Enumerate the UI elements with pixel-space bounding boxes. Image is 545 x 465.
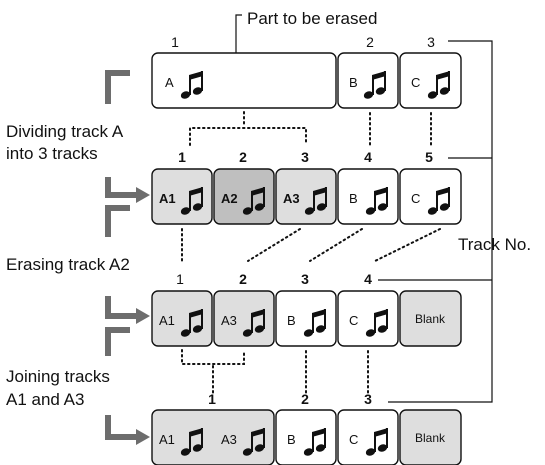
row4-track-number: 1 — [208, 391, 216, 407]
track-a3-label: A3 — [221, 313, 237, 328]
row1-track-numbers: 1 2 3 — [171, 34, 435, 50]
track-no-label: Track No. — [458, 235, 531, 254]
track-a-label: A — [165, 75, 174, 90]
row2-track-number: 5 — [425, 149, 433, 165]
blank-track-label: Blank — [415, 431, 446, 445]
row1-track-number: 2 — [366, 34, 374, 50]
track-b-box — [337, 52, 399, 109]
track-b-label: B — [349, 191, 358, 206]
row3-track-number: 3 — [301, 271, 309, 287]
dotted-connector — [309, 228, 363, 262]
track-b-box — [275, 290, 337, 347]
track-c-label: C — [411, 75, 420, 90]
row3-track-numbers: 1 2 3 4 — [176, 271, 372, 287]
track-c-label: C — [411, 191, 420, 206]
flow-arrow — [105, 296, 138, 319]
flow-arrow — [105, 177, 138, 198]
track-b-box — [275, 409, 337, 465]
track-b-label: B — [349, 75, 358, 90]
arrowhead-icon — [136, 308, 150, 324]
row2-track-number: 3 — [301, 149, 309, 165]
row2-track-numbers: 1 2 3 4 5 — [178, 149, 433, 165]
track-c-box — [337, 409, 399, 465]
blank-track-box — [399, 409, 462, 465]
step-joining-label: Joining tracks — [6, 367, 110, 386]
row2-track-number: 1 — [178, 149, 186, 165]
step-dividing-label-2: into 3 tracks — [6, 144, 98, 163]
row4-track-number: 3 — [364, 391, 372, 407]
track-c-box — [337, 290, 399, 347]
dotted-connector — [181, 349, 245, 365]
row3-track-number: 4 — [364, 271, 372, 287]
row4-track-numbers: 1 2 3 — [208, 391, 372, 407]
row1-track-number: 3 — [427, 34, 435, 50]
track-a3-label: A3 — [221, 432, 237, 447]
dotted-connector — [374, 228, 441, 262]
track-c-label: C — [349, 313, 358, 328]
row4-track-number: 2 — [301, 391, 309, 407]
track-b-label: B — [287, 313, 296, 328]
step-joining-label-2: A1 and A3 — [6, 390, 84, 409]
track-c-box — [399, 52, 462, 109]
track-a-box — [151, 52, 337, 109]
track-a2-label: A2 — [221, 191, 238, 206]
track-b-label: B — [287, 432, 296, 447]
track-b-box — [337, 168, 399, 225]
part-to-be-erased-label: Part to be erased — [247, 9, 377, 28]
flow-arrow-bracket — [105, 70, 130, 104]
row3-track-number: 1 — [176, 271, 184, 287]
step-dividing-label: Dividing track A — [6, 122, 124, 141]
row2-track-number: 2 — [239, 149, 247, 165]
track-c-box — [399, 168, 462, 225]
flow-arrow-bracket — [105, 327, 130, 356]
track-c-label: C — [349, 432, 358, 447]
erase-callout-line — [235, 14, 242, 53]
row1-track-number: 1 — [171, 34, 179, 50]
arrowhead-icon — [136, 429, 150, 445]
flow-arrow-bracket — [105, 205, 130, 237]
flow-arrow — [105, 415, 138, 440]
arrowhead-icon — [136, 187, 150, 203]
track-a3-label: A3 — [283, 191, 300, 206]
blank-track-box — [399, 290, 462, 347]
dotted-connector — [189, 127, 307, 146]
track-a1-label: A1 — [159, 313, 175, 328]
track-a1-label: A1 — [159, 432, 175, 447]
blank-track-label: Blank — [415, 312, 446, 326]
track-no-bracket — [388, 40, 493, 403]
row3-track-number: 2 — [239, 271, 247, 287]
step-erasing-label: Erasing track A2 — [6, 255, 130, 274]
dotted-connector — [247, 228, 301, 262]
row2-track-number: 4 — [364, 149, 372, 165]
track-a1-label: A1 — [159, 191, 176, 206]
